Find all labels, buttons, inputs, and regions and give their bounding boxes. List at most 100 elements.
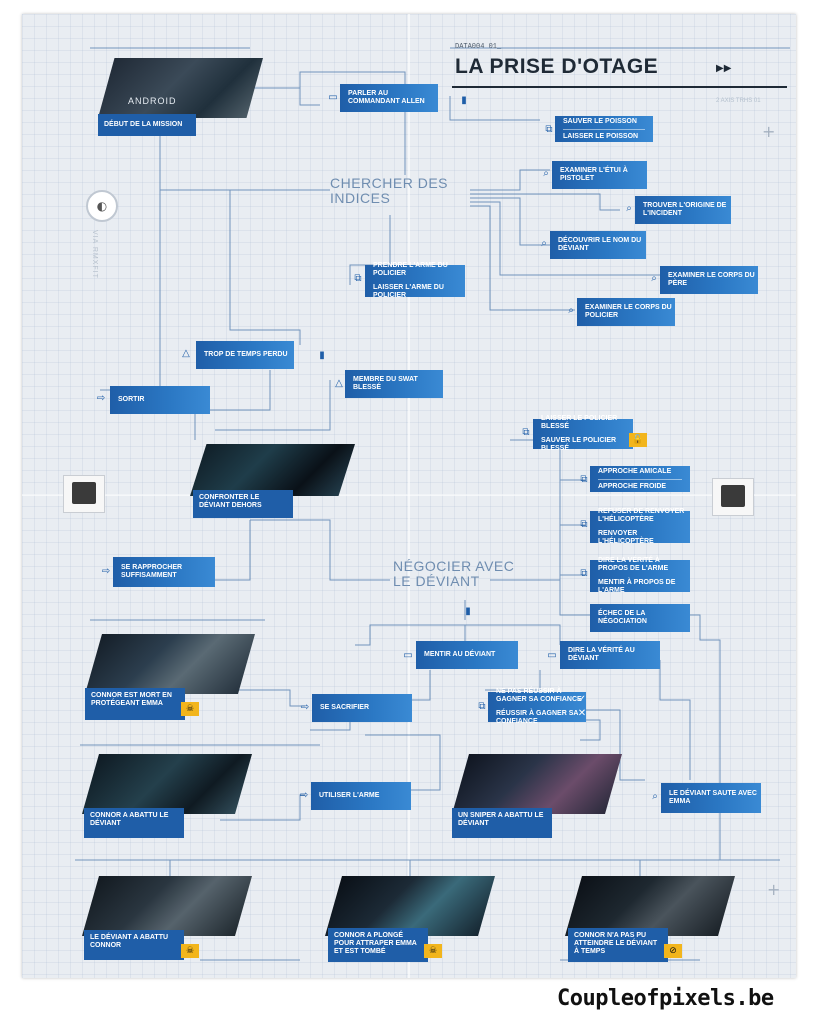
cross-icon: ✕ — [577, 708, 587, 719]
node-poisson[interactable]: SAUVER LE POISSON LAISSER LE POISSON — [555, 116, 653, 142]
scene-image-sniper — [452, 754, 622, 814]
node-arme[interactable]: PRENDRE L'ARME DU POLICIER LAISSER L'ARM… — [365, 262, 465, 299]
magnifier-icon: ⌕ — [541, 238, 547, 249]
data-code: DATA004 01_ — [455, 43, 502, 51]
subtle-code: 2 AXIS TRHS 01 — [716, 98, 761, 104]
scene-image-mort — [85, 634, 255, 694]
fold-line — [22, 494, 796, 496]
fast-forward-icon: ▶▶ — [716, 63, 732, 74]
arrow-icon: ⇨ — [96, 393, 106, 404]
chat-icon: ▭ — [547, 650, 557, 661]
node-swat[interactable]: MEMBRE DU SWAT BLESSÉ — [345, 370, 443, 398]
scene-abattu[interactable]: CONNOR A ABATTU LE DÉVIANT — [84, 808, 184, 838]
poster-hole-right — [712, 478, 754, 516]
choice-arme-b[interactable]: LAISSER L'ARME DU POLICIER — [373, 284, 444, 299]
node-nom[interactable]: DÉCOUVRIR LE NOM DU DÉVIANT — [550, 231, 646, 259]
scene-image-abattu — [82, 754, 252, 814]
section-negotiate: NÉGOCIER AVEC LE DÉVIANT — [393, 558, 515, 589]
node-pere[interactable]: EXAMINER LE CORPS DU PÈRE — [660, 266, 758, 294]
scene-debut[interactable]: DÉBUT DE LA MISSION — [98, 114, 196, 136]
scene-confronter[interactable]: CONFRONTER LE DÉVIANT DEHORS — [193, 490, 293, 518]
magnifier-icon: ⌕ — [652, 791, 658, 802]
check-icon: ✓ — [577, 694, 587, 705]
watermark: Coupleofpixels.be — [557, 986, 774, 1011]
node-saute[interactable]: LE DÉVIANT SAUTE AVEC EMMA — [661, 783, 761, 813]
node-mentir[interactable]: MENTIR AU DÉVIANT — [416, 641, 518, 669]
choice-icon: ⧉ — [580, 568, 588, 579]
choice-helico-b[interactable]: RENVOYER L'HÉLICOPTÈRE — [598, 530, 654, 545]
section-search: CHERCHER DES INDICES — [330, 175, 449, 206]
cyberlife-logo-icon: ◐ — [86, 190, 118, 222]
skull-icon: ☠ — [181, 944, 199, 958]
node-sortir[interactable]: SORTIR — [110, 386, 210, 414]
node-parler[interactable]: PARLER AU COMMANDANT ALLEN — [340, 84, 438, 112]
scene-connor-abattu[interactable]: LE DÉVIANT A ABATTU CONNOR — [84, 930, 184, 960]
node-dire-verite[interactable]: DIRE LA VÉRITÉ AU DÉVIANT — [560, 641, 660, 669]
poster-hole-left — [63, 475, 105, 513]
node-policier-corps[interactable]: EXAMINER LE CORPS DU POLICIER — [577, 298, 675, 326]
node-temps-perdu[interactable]: TROP DE TEMPS PERDU — [196, 341, 294, 369]
node-confiance[interactable]: NE PAS RÉUSSIR À GAGNER SA CONFIANCE RÉU… — [488, 688, 586, 725]
node-rapprocher[interactable]: SE RAPPROCHER SUFFISAMMENT — [113, 557, 215, 587]
choice-icon: ⧉ — [545, 124, 553, 135]
node-verite-arme[interactable]: DIRE LA VÉRITÉ À PROPOS DE L'ARME MENTIR… — [590, 557, 690, 594]
arrow-icon: ⇨ — [101, 566, 111, 577]
node-echec[interactable]: ÉCHEC DE LA NÉGOCIATION — [590, 604, 690, 632]
scene-mort[interactable]: CONNOR EST MORT EN PROTÉGEANT EMMA — [85, 688, 185, 720]
android-sign: ANDROID — [128, 96, 177, 106]
scene-temps[interactable]: CONNOR N'A PAS PU ATTEINDRE LE DÉVIANT À… — [568, 928, 668, 962]
choice-icon: ⧉ — [522, 427, 530, 438]
node-utiliser-arme[interactable]: UTILISER L'ARME — [311, 782, 411, 810]
forbidden-icon: ⊘ — [664, 944, 682, 958]
scene-image-plonge — [325, 876, 495, 936]
choice-verite-a[interactable]: DIRE LA VÉRITÉ À PROPOS DE L'ARME — [598, 557, 669, 572]
choice-icon: ⧉ — [478, 701, 486, 712]
scene-image-temps — [565, 876, 735, 936]
node-etui[interactable]: EXAMINER L'ÉTUI À PISTOLET — [552, 161, 647, 189]
scene-image-confronter — [190, 444, 355, 496]
node-blesse[interactable]: LAISSER LE POLICIER BLESSÉ SAUVER LE POL… — [533, 415, 633, 452]
node-origine[interactable]: TROUVER L'ORIGINE DE L'INCIDENT — [635, 196, 731, 224]
triangle-icon: △ — [182, 348, 190, 359]
skull-icon: ☠ — [181, 702, 199, 716]
choice-approche-a[interactable]: APPROCHE AMICALE — [598, 467, 672, 475]
choice-blesse-a[interactable]: LAISSER LE POLICIER BLESSÉ — [541, 415, 618, 430]
node-helico[interactable]: REFUSER DE RENVOYER L'HÉLICOPTÈRE RENVOY… — [590, 508, 690, 545]
choice-confiance-a[interactable]: NE PAS RÉUSSIR À GAGNER SA CONFIANCE — [496, 688, 582, 703]
scene-sniper[interactable]: UN SNIPER A ABATTU LE DÉVIANT — [452, 808, 552, 838]
choice-confiance-b[interactable]: RÉUSSIR À GAGNER SA CONFIANCE — [496, 710, 579, 725]
scene-plonge[interactable]: CONNOR A PLONGÉ POUR ATTRAPER EMMA ET ES… — [328, 928, 428, 962]
magnifier-icon: ⌕ — [651, 273, 657, 284]
plus-icon: + — [762, 122, 776, 141]
magnifier-icon: ⌕ — [568, 305, 574, 316]
skull-icon: ☠ — [424, 944, 442, 958]
choice-verite-b[interactable]: MENTIR À PROPOS DE L'ARME — [598, 579, 676, 594]
choice-icon: ⧉ — [580, 474, 588, 485]
choice-poisson-b[interactable]: LAISSER LE POISSON — [563, 132, 639, 140]
choice-icon: ⧉ — [580, 519, 588, 530]
fold-line — [408, 14, 410, 978]
choice-poisson-a[interactable]: SAUVER LE POISSON — [563, 117, 637, 125]
arrow-icon: ⇨ — [299, 790, 309, 801]
choice-arme-a[interactable]: PRENDRE L'ARME DU POLICIER — [373, 262, 448, 277]
node-sacrifier[interactable]: SE SACRIFIER — [312, 694, 412, 722]
chat-icon: ▭ — [328, 92, 338, 103]
choice-divider — [598, 478, 682, 480]
info-icon: ▮ — [465, 606, 471, 617]
scene-image-connor-abattu — [82, 876, 252, 936]
choice-blesse-b[interactable]: SAUVER LE POLICIER BLESSÉ — [541, 437, 617, 452]
page-title: LA PRISE D'OTAGE — [455, 55, 659, 78]
choice-helico-a[interactable]: REFUSER DE RENVOYER L'HÉLICOPTÈRE — [598, 508, 685, 523]
chat-icon: ▭ — [403, 650, 413, 661]
vertical-label: VIA RMXFIT — [91, 230, 98, 279]
arrow-icon: ⇨ — [300, 702, 310, 713]
choice-approche-b[interactable]: APPROCHE FROIDE — [598, 482, 667, 490]
title-rule — [452, 86, 787, 88]
magnifier-icon: ⌕ — [626, 203, 632, 214]
info-icon: ▮ — [461, 95, 467, 106]
plus-icon: + — [767, 880, 781, 899]
node-approche[interactable]: APPROCHE AMICALE APPROCHE FROIDE — [590, 466, 690, 492]
lock-icon: 🔓 — [629, 433, 647, 447]
magnifier-icon: ⌕ — [543, 168, 549, 179]
choice-icon: ⧉ — [354, 273, 362, 284]
